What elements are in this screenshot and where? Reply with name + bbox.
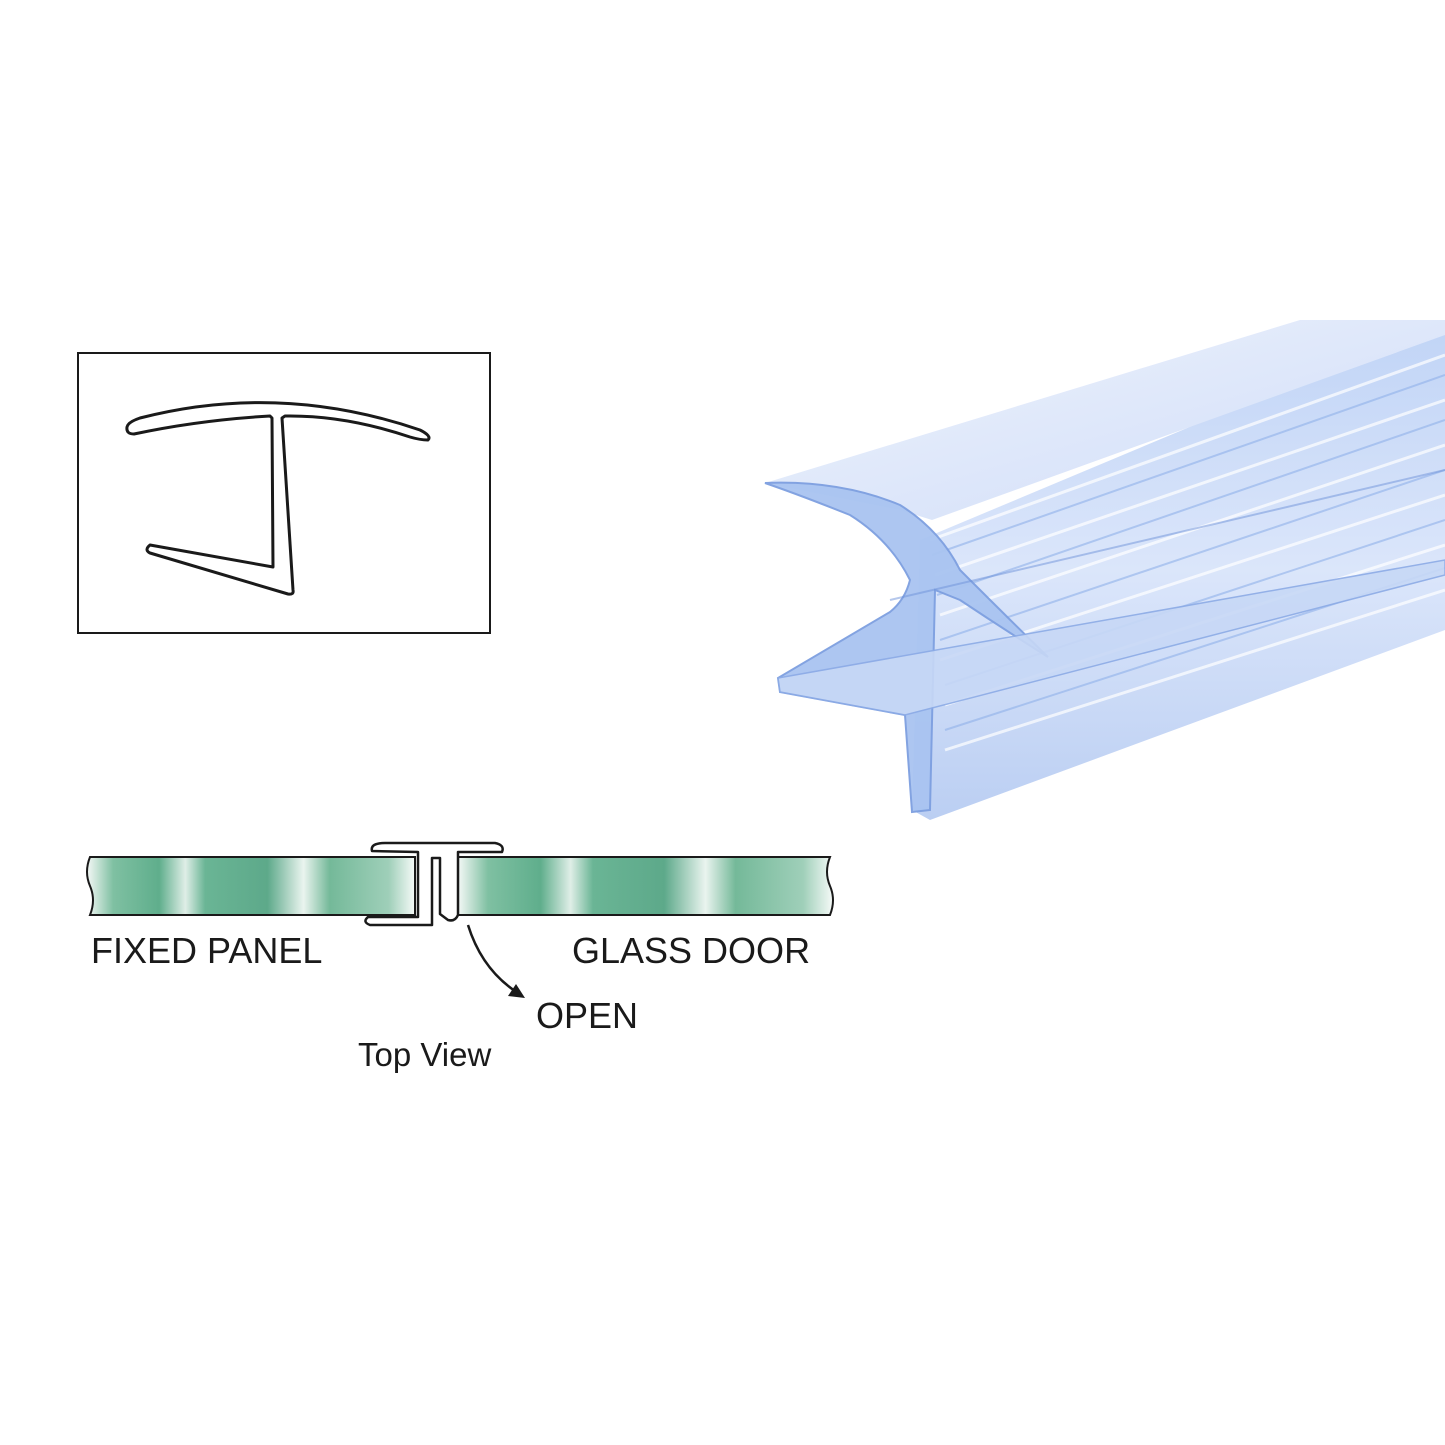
- glass-door-glass: [457, 856, 834, 916]
- profile-cross-section: [77, 352, 491, 634]
- fixed-panel-glass: [86, 856, 416, 916]
- top-view-diagram: FIXED PANEL GLASS DOOR OPEN Top View: [86, 841, 834, 1073]
- seal-photo: [764, 320, 1445, 820]
- seal-end-cap: [764, 481, 1049, 814]
- seal-top-view: [364, 841, 504, 927]
- fixed-panel-label: FIXED PANEL: [91, 930, 322, 971]
- profile-shape: [125, 401, 431, 596]
- glass-door-label: GLASS DOOR: [572, 930, 810, 971]
- top-view-label: Top View: [358, 1036, 491, 1073]
- seal-top-face: [765, 320, 1445, 520]
- seal-bottom-lip: [777, 559, 1445, 716]
- open-arrowhead: [508, 984, 525, 998]
- open-label: OPEN: [536, 995, 638, 1036]
- open-arrow: [466, 924, 519, 995]
